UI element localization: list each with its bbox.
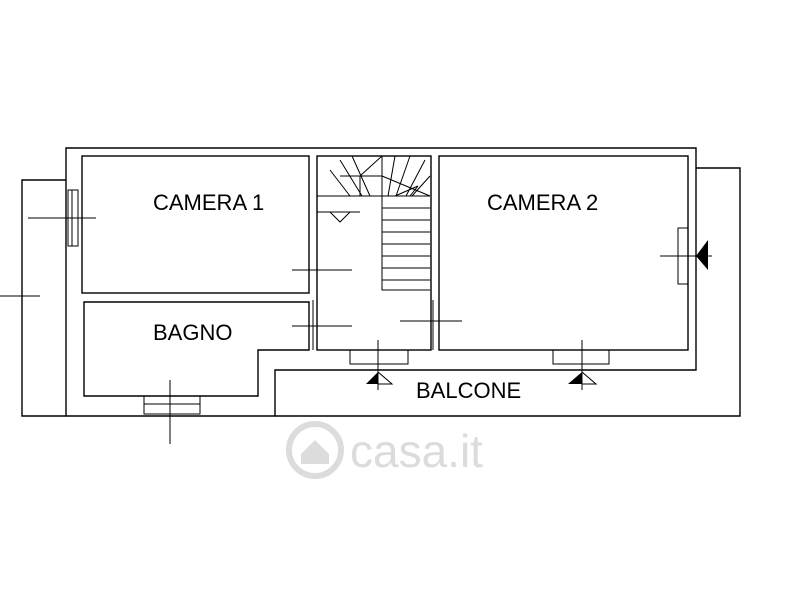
door-balcone-left <box>349 349 409 365</box>
casa-it-watermark: casa.it <box>286 421 483 479</box>
right-annex-wall <box>275 167 741 417</box>
outer-walls <box>0 147 741 417</box>
outer-wall-main <box>65 147 697 417</box>
door-balcone-right-opening-icon-2 <box>581 371 598 385</box>
balcone-area: BALCONE <box>416 378 521 403</box>
stair-up-arrow-icon <box>394 185 419 197</box>
door-balcone-right <box>552 349 610 365</box>
window-bagno <box>143 395 201 415</box>
stair-arrow-icon <box>328 211 352 223</box>
door-balcone-right-opening-icon <box>568 372 582 384</box>
stair-winder <box>317 155 431 197</box>
camera-2-walls <box>438 155 689 351</box>
room-camera-2: CAMERA 2 <box>438 155 689 351</box>
camera-2-label: CAMERA 2 <box>487 190 598 215</box>
camera-1-walls <box>81 155 310 294</box>
windows <box>28 189 712 444</box>
bagno-label: BAGNO <box>153 320 232 345</box>
internal-doors <box>292 269 462 350</box>
door-balcone-left-opening-icon <box>366 372 378 384</box>
room-camera-1: CAMERA 1 <box>81 155 310 294</box>
window-camera-2-opening-icon <box>696 240 708 270</box>
balcone-label: BALCONE <box>416 378 521 403</box>
camera-1-label: CAMERA 1 <box>153 190 264 215</box>
bagno-walls <box>83 301 310 397</box>
house-logo-roof-icon <box>301 440 329 464</box>
watermark-text: casa.it <box>350 425 483 477</box>
door-balcone-left-opening-icon-2 <box>377 371 394 385</box>
house-logo-icon <box>286 421 344 479</box>
room-bagno: BAGNO <box>83 301 310 397</box>
left-annex-wall <box>21 179 66 417</box>
stair-flight <box>381 195 430 291</box>
